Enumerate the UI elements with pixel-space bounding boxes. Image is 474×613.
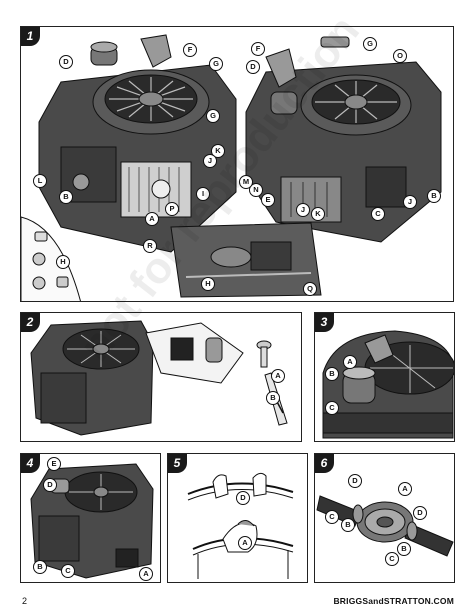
callout-A: A bbox=[145, 212, 159, 226]
callout-H: H bbox=[201, 277, 215, 291]
callout-C: C bbox=[325, 401, 339, 415]
panel-2: 2 A B bbox=[20, 312, 302, 442]
callout-A: A bbox=[139, 567, 153, 581]
callout-A: A bbox=[271, 369, 285, 383]
callout-B: B bbox=[325, 367, 339, 381]
callout-G: G bbox=[209, 57, 223, 71]
callout-B: B bbox=[266, 391, 280, 405]
callout-R: R bbox=[143, 239, 157, 253]
callout-B: B bbox=[33, 560, 47, 574]
panel-number: 4 bbox=[21, 454, 40, 473]
callout-N: N bbox=[249, 183, 263, 197]
callout-D: D bbox=[43, 478, 57, 492]
panel-1: 1 bbox=[20, 26, 454, 302]
callout-L: L bbox=[33, 174, 47, 188]
callout-D: D bbox=[246, 60, 260, 74]
callout-D: D bbox=[236, 491, 250, 505]
engine-illustration bbox=[30, 463, 154, 579]
callout-F: F bbox=[183, 43, 197, 57]
panel-number: 2 bbox=[21, 313, 40, 332]
page-number: 2 bbox=[22, 596, 28, 606]
panel-number: 5 bbox=[168, 454, 187, 473]
callout-A: A bbox=[238, 536, 252, 550]
callout-D: D bbox=[413, 506, 427, 520]
engine-illustration-left bbox=[21, 34, 442, 301]
callout-A: A bbox=[343, 355, 357, 369]
callout-C: C bbox=[385, 552, 399, 566]
callout-J: J bbox=[296, 203, 310, 217]
callout-C: C bbox=[61, 564, 75, 578]
panel-number: 3 bbox=[315, 313, 334, 332]
callout-K: K bbox=[211, 144, 225, 158]
callout-B: B bbox=[341, 518, 355, 532]
callout-I: I bbox=[196, 187, 210, 201]
callout-Q: Q bbox=[303, 282, 317, 296]
panel-3: 3 A B C bbox=[314, 312, 455, 442]
panel-5: 5 D A bbox=[167, 453, 308, 583]
callout-C: C bbox=[325, 510, 339, 524]
callout-B: B bbox=[427, 189, 441, 203]
callout-C: C bbox=[371, 207, 385, 221]
callout-B: B bbox=[59, 190, 73, 204]
fastener-icons bbox=[32, 231, 69, 290]
callout-E: E bbox=[47, 457, 61, 471]
panel-number: 1 bbox=[21, 27, 40, 46]
pulley-shaft-illustration bbox=[316, 495, 454, 557]
callout-P: P bbox=[165, 202, 179, 216]
engine-illustration bbox=[30, 320, 288, 436]
callout-B: B bbox=[397, 542, 411, 556]
callout-J: J bbox=[203, 154, 217, 168]
callout-M: M bbox=[239, 175, 253, 189]
callout-K: K bbox=[311, 207, 325, 221]
callout-D: D bbox=[59, 55, 73, 69]
handle-control-illustration bbox=[187, 472, 294, 579]
callout-G: G bbox=[363, 37, 377, 51]
callout-E: E bbox=[261, 193, 275, 207]
panel-6: 6 D A D B C C B bbox=[314, 453, 455, 583]
callout-O: O bbox=[393, 49, 407, 63]
brand-url: BRIGGSandSTRATTON.COM bbox=[333, 596, 454, 606]
callout-A: A bbox=[398, 482, 412, 496]
callout-F: F bbox=[251, 42, 265, 56]
callout-D: D bbox=[348, 474, 362, 488]
panel-4: 4 E D B C A bbox=[20, 453, 161, 583]
panel-number: 6 bbox=[315, 454, 334, 473]
callout-H: H bbox=[56, 255, 70, 269]
callout-G: G bbox=[206, 109, 220, 123]
callout-J: J bbox=[403, 195, 417, 209]
